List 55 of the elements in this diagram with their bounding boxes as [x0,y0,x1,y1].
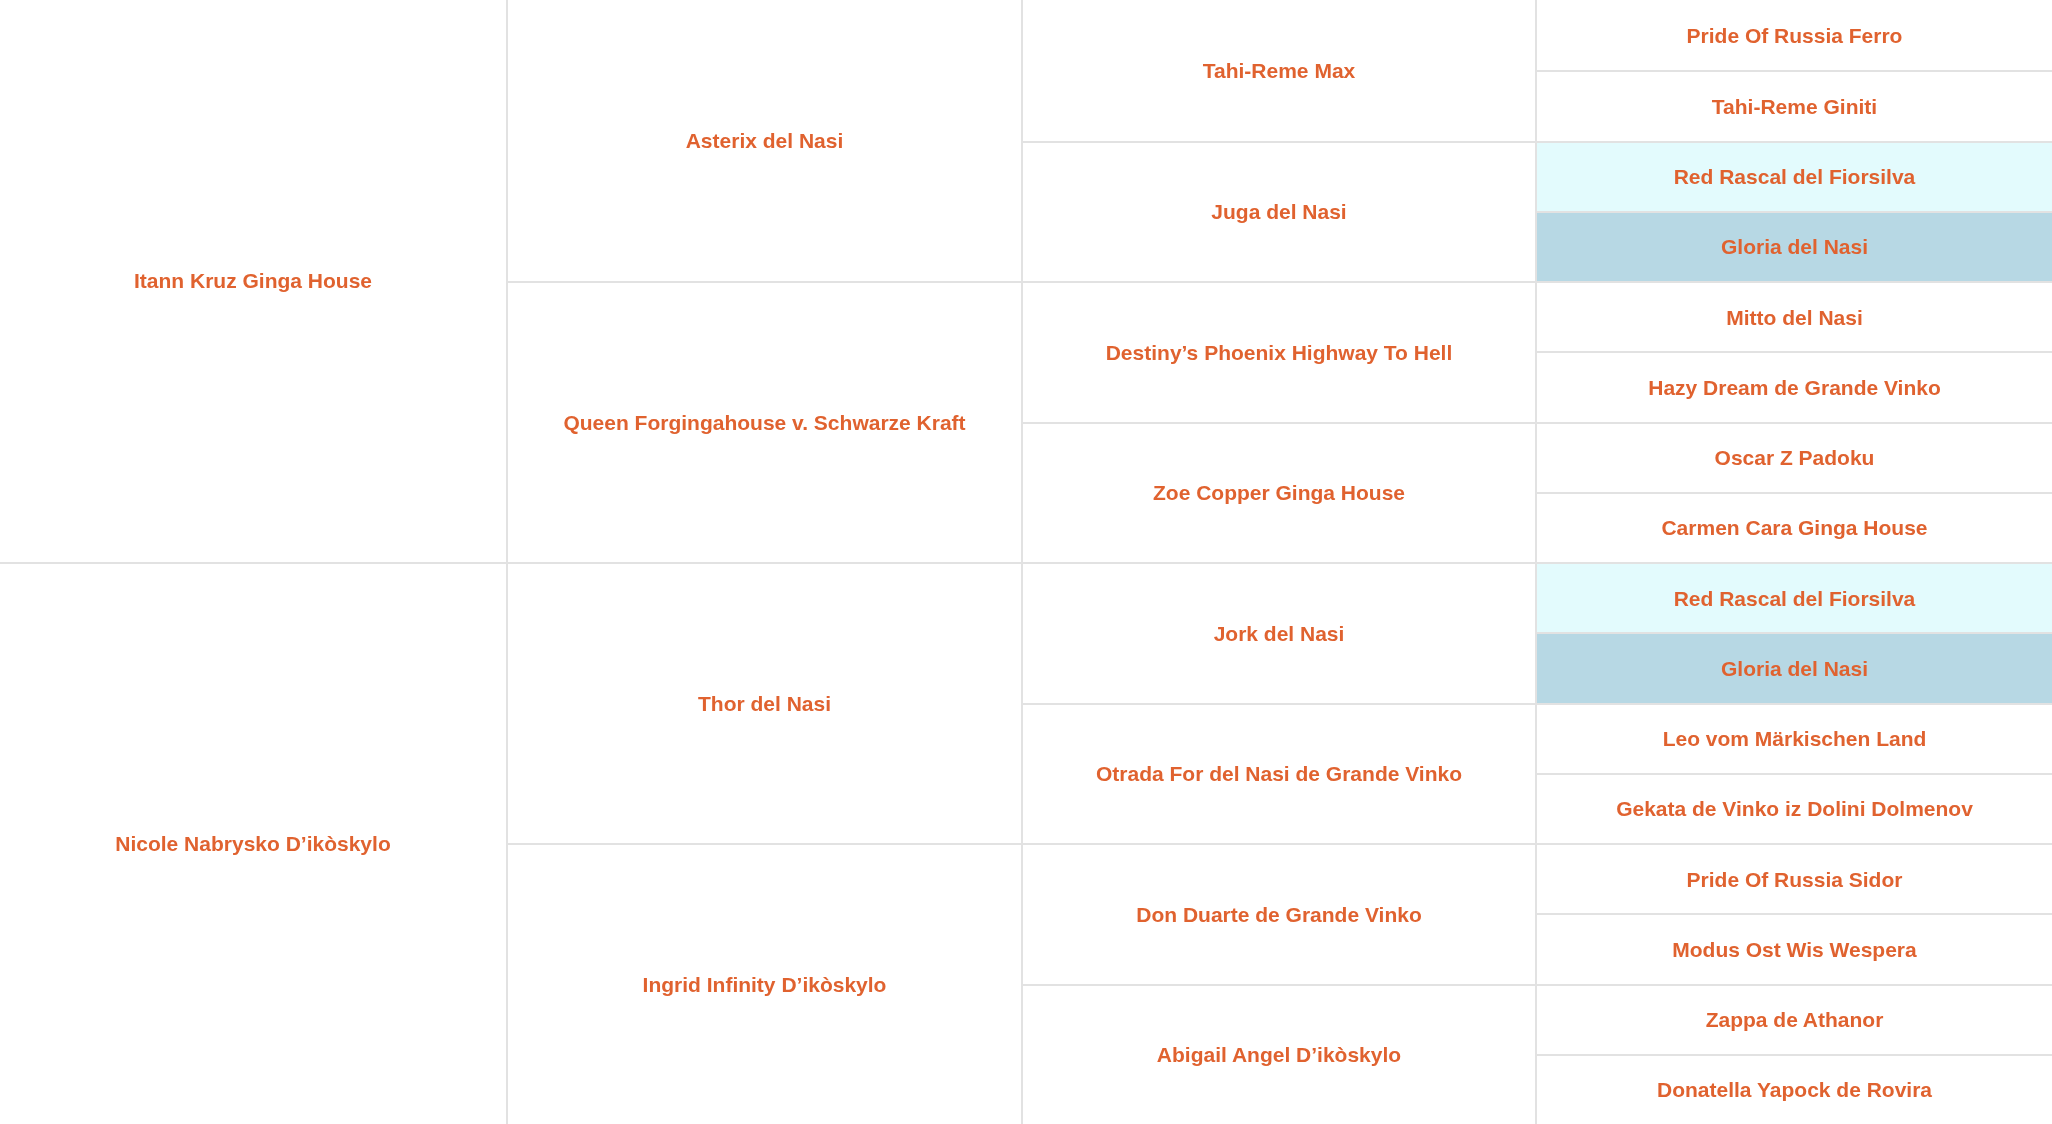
pedigree-cell [1535,772,2052,843]
ancestor-name: Jork del Nasi [1213,620,1345,646]
pedigree-cell [1021,140,1535,281]
ancestor-name: Pride Of Russia Ferro [1686,22,1903,48]
pedigree-cell [1535,421,2052,492]
pedigree-cell [1535,983,2052,1054]
ancestor-name: Gekata de Vinko iz Dolini Dolmenov [1616,796,1973,822]
ancestor-name: Tahi-Reme Giniti [1711,93,1878,119]
pedigree-cell [1535,913,2052,984]
pedigree-cell [1535,281,2052,352]
ancestor-name: Ingrid Infinity D’ikòskylo [642,971,887,998]
pedigree-cell [1021,843,1535,984]
pedigree-cell [1021,421,1535,562]
ancestor-name: Nicole Nabrysko D’ikòskylo [115,831,391,857]
ancestor-name: Abigail Angel D’ikòskylo [1156,1042,1402,1068]
pedigree-cell [1535,843,2052,914]
pedigree-cell [1021,562,1535,703]
ancestor-name: Gloria del Nasi [1720,234,1869,260]
pedigree-cell [1535,210,2052,281]
ancestor-name: Zappa de Athanor [1705,1007,1884,1033]
ancestor-name: Gloria del Nasi [1720,655,1869,681]
ancestor-name: Pride Of Russia Sidor [1686,866,1903,892]
ancestor-name: Donatella Yapock de Rovira [1656,1077,1933,1103]
pedigree-cell [1535,351,2052,422]
ancestor-name: Juga del Nasi [1211,199,1347,225]
ancestor-name: Hazy Dream de Grande Vinko [1648,374,1941,400]
pedigree-cell [1535,702,2052,773]
pedigree-cell [1535,562,2052,633]
ancestor-name: Itann Kruz Ginga House [134,268,372,294]
pedigree-cell [506,562,1021,843]
ancestor-name: Zoe Copper Ginga House [1153,480,1405,506]
ancestor-name: Carmen Cara Ginga House [1661,515,1928,541]
ancestor-name: Mitto del Nasi [1726,304,1863,330]
pedigree-cell [1535,70,2052,141]
pedigree-cell [1535,632,2052,703]
pedigree-cell [1535,1053,2052,1124]
pedigree-cell [1535,491,2052,562]
ancestor-name: Asterix del Nasi [685,127,844,154]
ancestor-name: Leo vom Märkischen Land [1662,726,1927,752]
pedigree-cell [1021,281,1535,422]
ancestor-name: Red Rascal del Fiorsilva [1673,585,1916,611]
pedigree-cell [506,281,1021,562]
ancestor-name: Destiny’s Phoenix Highway To Hell [1105,339,1453,365]
pedigree-cell [506,843,1021,1124]
ancestor-name: Don Duarte de Grande Vinko [1136,901,1422,927]
ancestor-name: Tahi-Reme Max [1202,57,1356,83]
pedigree-cell [1535,140,2052,211]
ancestor-name: Red Rascal del Fiorsilva [1673,164,1916,190]
pedigree-cell [1021,702,1535,843]
ancestor-name: Thor del Nasi [698,690,831,717]
ancestor-name: Otrada For del Nasi de Grande Vinko [1095,761,1462,787]
ancestor-name: Oscar Z Padoku [1714,445,1875,471]
ancestor-name: Modus Ost Wis Wespera [1672,936,1917,962]
ancestor-name: Queen Forgingahouse v. Schwarze Kraft [563,409,966,436]
pedigree-cell [1021,983,1535,1124]
